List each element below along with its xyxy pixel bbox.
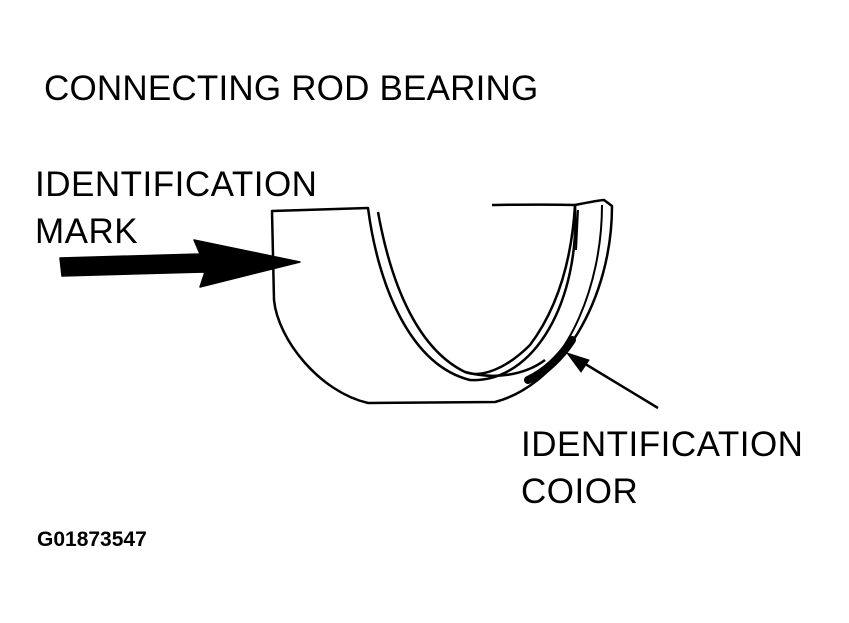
identification-mark-label-line2: MARK xyxy=(35,212,139,251)
identification-mark-arrow xyxy=(59,239,301,288)
bearing-tip-line xyxy=(575,209,579,251)
identification-color-stripe xyxy=(524,336,576,384)
identification-mark-label-line1: IDENTIFICATION xyxy=(35,165,318,204)
identification-color-label-line1: IDENTIFICATION xyxy=(521,425,804,464)
bearing-inner-curve xyxy=(376,211,546,378)
identification-color-label-line2: COIOR xyxy=(521,472,639,511)
identification-color-arrowhead xyxy=(565,352,590,373)
bearing-bore-edge xyxy=(464,203,577,376)
diagram-title: CONNECTING ROD BEARING xyxy=(44,69,539,108)
identification-color-arrow-shaft xyxy=(581,360,659,410)
bearing-shell-outline xyxy=(270,198,614,405)
figure-code: G01873547 xyxy=(37,528,147,551)
